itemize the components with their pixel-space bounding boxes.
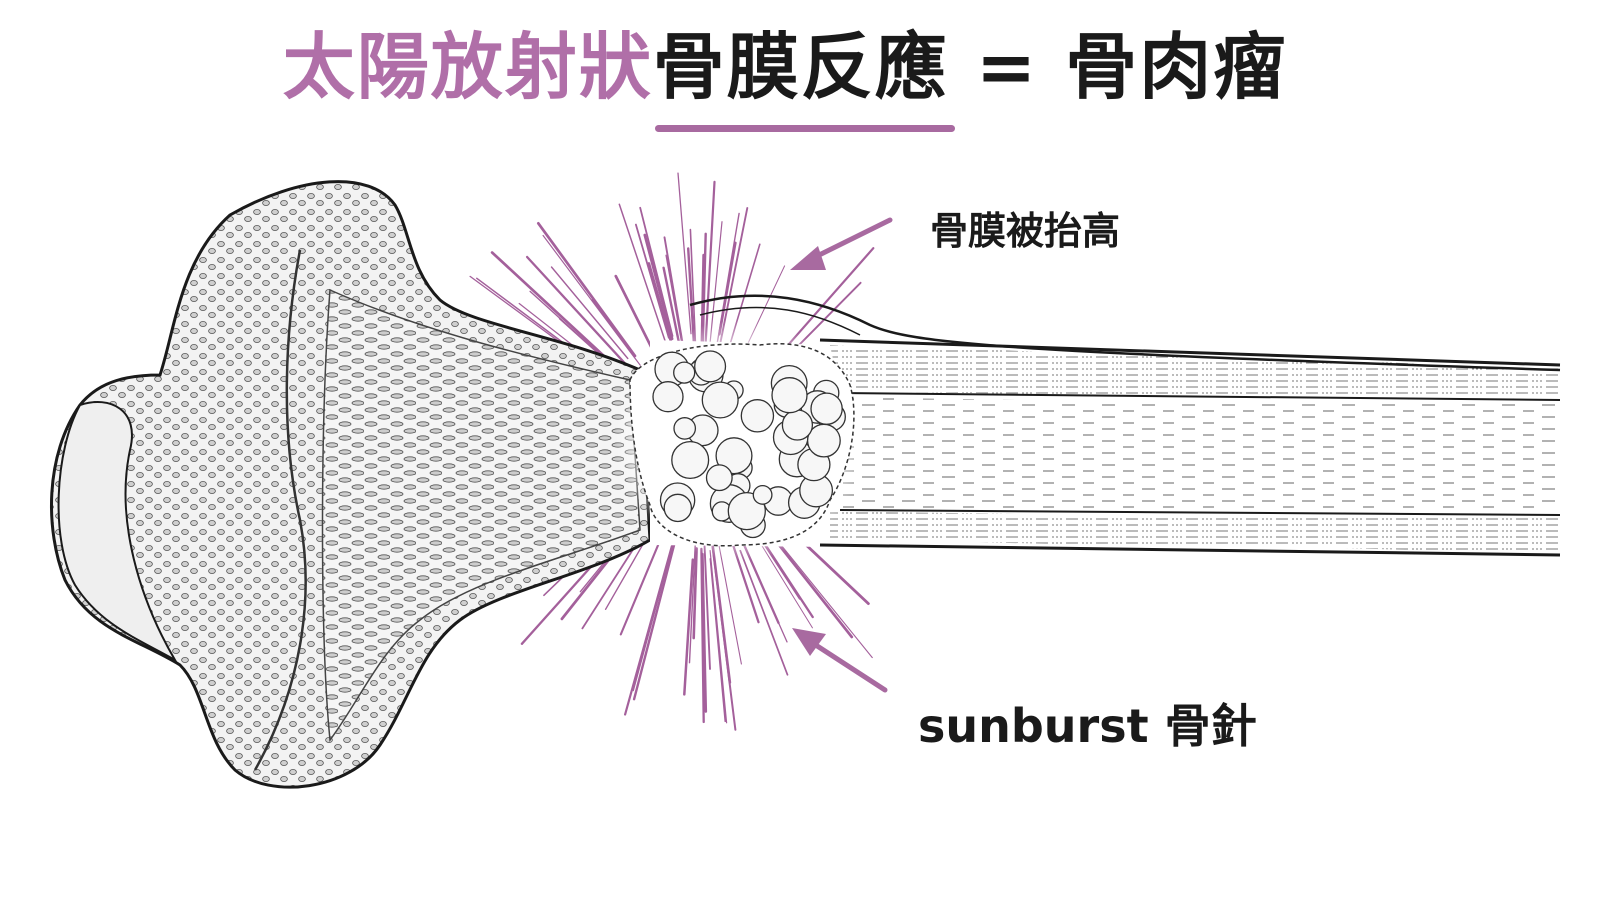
spicule [643,233,674,341]
spicule [614,274,656,356]
tumor-lobule [781,409,814,441]
condyle-shading [57,401,178,663]
title-underline [655,125,955,132]
spicule [536,221,637,358]
spicule [718,241,737,336]
tumor-lobule [810,392,843,425]
spicule [591,298,633,355]
label-periosteum-lifted: 骨膜被抬高 [930,209,1121,253]
spicule [703,543,711,670]
spicule [662,266,681,345]
tumor-lobule [705,464,733,492]
spicule [635,223,670,339]
label-sunburst-spicule: sunburst 骨針 [918,699,1257,753]
tumor-lobule [694,350,727,383]
title-accent: 太陽放射狀 [282,25,653,109]
tumor-lobule [673,361,696,384]
spicule [709,558,727,723]
spicule [618,203,668,346]
spicule [550,266,629,360]
spicule [710,539,737,731]
bone-shaft [650,338,1561,557]
tumor-lobule [663,493,693,523]
spicule [632,543,676,701]
tumor-lobule [652,381,684,413]
spicule [677,172,692,335]
page-title: 太陽放射狀骨膜反應 = 骨肉瘤 [0,22,1570,112]
spicule [688,544,696,664]
tumor-lobule [673,417,697,440]
arrow-sunburst [792,628,888,693]
tumor-lobule [752,484,773,505]
metaphysis [321,288,641,742]
spicule [604,533,650,610]
lifted-periosteum [689,294,1561,372]
tumor-lobule [671,440,710,480]
spicule [700,547,705,724]
spicule [709,549,728,724]
spicule [623,544,674,716]
spicule [683,558,695,696]
tumor-lobule [740,399,775,433]
spicule [717,542,742,665]
periosteum-inner [699,306,861,336]
spicule [525,255,632,371]
spicule [704,180,716,344]
title-main: 骨膜反應 = 骨肉瘤 [652,25,1288,109]
arrow-periosteum [790,217,893,270]
spicule [692,547,698,640]
spicule [632,539,675,692]
tumor-lobule [701,381,739,419]
tumor-lobule [771,377,808,414]
tumor-mass [615,320,865,560]
spicule [687,247,696,345]
epiphyseal-line [253,249,307,771]
tumor-lobule [806,423,841,458]
spicule [619,540,661,636]
tumor-lobule [715,437,753,475]
spicule [739,549,789,676]
spicule [663,236,685,352]
spicule [647,262,673,346]
